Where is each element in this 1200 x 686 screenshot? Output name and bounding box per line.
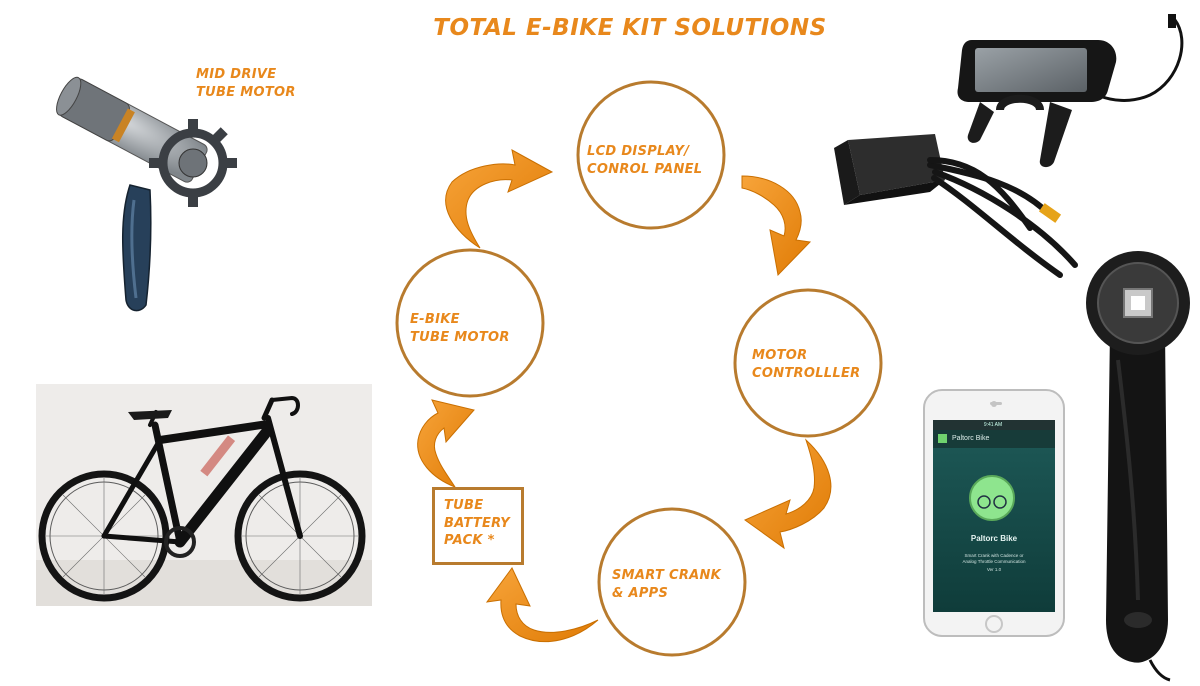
flow-arrows <box>417 149 832 643</box>
phone-app-title: Paltorc Bike <box>970 534 1018 543</box>
smart-crank-label: SMART CRANK & APPS <box>612 568 722 601</box>
circle-smart-crank <box>597 507 747 657</box>
lcd-display-label: LCD DISPLAY/ CONROL PANEL <box>587 144 703 177</box>
mid-drive-motor-label: MID DRIVE TUBE MOTOR <box>196 67 296 100</box>
arrow-crank-to-battery <box>485 567 599 643</box>
arrow-lcd-to-controller <box>741 175 812 277</box>
tube-motor-label: E-BIKE TUBE MOTOR <box>410 312 510 345</box>
ebike-photo <box>36 384 372 606</box>
lcd-display-illustration <box>957 14 1184 168</box>
arrow-controller-to-crank <box>743 438 832 550</box>
phone-status-time: 9:41 AM <box>983 422 1003 428</box>
flow-circles <box>395 80 883 657</box>
motor-controller-label: MOTOR CONTROLLLER <box>752 348 861 381</box>
mid-drive-motor-illustration <box>56 76 237 312</box>
phone-illustration <box>923 389 1065 637</box>
smart-crank-illustration <box>1086 251 1190 682</box>
battery-pack-box <box>432 487 524 565</box>
circle-lcd-display <box>576 80 726 230</box>
arrow-battery-to-tube-motor <box>417 399 475 489</box>
arrow-tube-motor-to-lcd <box>445 149 554 249</box>
circle-tube-motor <box>395 248 545 398</box>
motor-controller-illustration <box>834 134 1078 278</box>
phone-app-name: Paltorc Bike <box>952 435 990 442</box>
circle-motor-controller <box>733 288 883 438</box>
phone-app-subtitle: Smart Crank with Cadence or Analog Throt… <box>962 553 1026 564</box>
diagram-title: TOTAL E-BIKE KIT SOLUTIONS <box>433 15 827 41</box>
phone-app-version: Ver 1.0 <box>986 567 1002 572</box>
battery-pack-label: TUBE BATTERY PACK * <box>444 498 510 549</box>
